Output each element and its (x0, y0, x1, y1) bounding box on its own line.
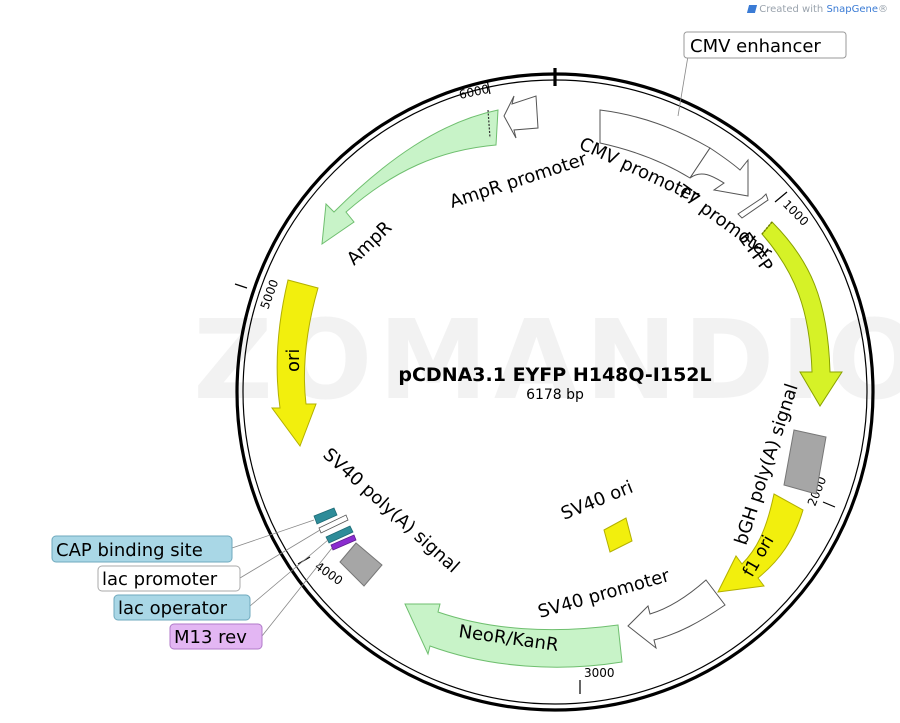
tick-label-1000: 1000 (780, 197, 811, 228)
t7-promoter-feature[interactable] (737, 193, 769, 219)
tick-label-3000: 3000 (584, 666, 615, 680)
ampr-promoter-label: AmpR promoter (447, 148, 590, 212)
lac-promoter-label: lac promoter (102, 569, 218, 590)
lac-operator-label-box[interactable] (113, 594, 251, 621)
sv40-promoter-feature[interactable] (627, 579, 726, 650)
sv40-polya-feature[interactable] (339, 542, 383, 587)
lac-promoter-label-box[interactable] (97, 565, 241, 592)
cmv-arrow[interactable] (599, 109, 749, 197)
cmv-enhancer-label-box[interactable] (683, 31, 847, 59)
m13-rev-label: M13 rev (174, 627, 247, 648)
tick-label-6000: 6000 (458, 82, 491, 102)
backbone (235, 68, 875, 712)
plasmid-size: 6178 bp (526, 387, 584, 403)
tick-label-4000: 4000 (312, 559, 345, 588)
tick-6000: 6000 (458, 79, 491, 102)
cap-binding-site-label-box[interactable] (51, 535, 233, 563)
ori-feature[interactable] (271, 279, 319, 448)
tick-4000: 4000 (297, 556, 345, 588)
bgh-polya-feature[interactable] (783, 429, 827, 495)
credit-mark: ® (878, 4, 888, 15)
lac-operator-feature[interactable] (325, 525, 354, 544)
snapgene-credit: Created with SnapGene® (747, 4, 888, 15)
cap-binding-site-label: CAP binding site (56, 540, 203, 561)
lac-promoter-feature[interactable] (318, 514, 349, 534)
plasmid-name: pCDNA3.1 EYFP H148Q-I152L (398, 364, 711, 386)
m13-rev-label-box[interactable] (169, 623, 263, 650)
cap-binding-site-feature[interactable] (313, 507, 338, 525)
cmv-enhancer-label: CMV enhancer (690, 36, 821, 57)
eyfp-feature[interactable] (761, 221, 843, 407)
ori-label: ori (283, 349, 304, 372)
sv40-polya-label: SV40 poly(A) signal (319, 444, 464, 577)
cmv-promoter-feature[interactable] (689, 147, 749, 197)
ampr-label: AmpR (343, 217, 396, 269)
neor-kanr-feature[interactable] (404, 603, 623, 668)
ampr-promoter-feature[interactable] (503, 95, 539, 139)
lac-operator-label: lac operator (118, 598, 228, 619)
credit-brand: SnapGene (826, 4, 878, 15)
sv40-ori-label: SV40 ori (558, 477, 636, 525)
ampr-feature[interactable] (321, 109, 499, 246)
m13-rev-feature[interactable] (330, 534, 357, 551)
tick-3000: 3000 (579, 666, 615, 694)
f1-ori-feature[interactable] (717, 493, 804, 593)
sv40-ori-feature[interactable] (603, 517, 633, 553)
credit-prefix: Created with (759, 4, 824, 15)
